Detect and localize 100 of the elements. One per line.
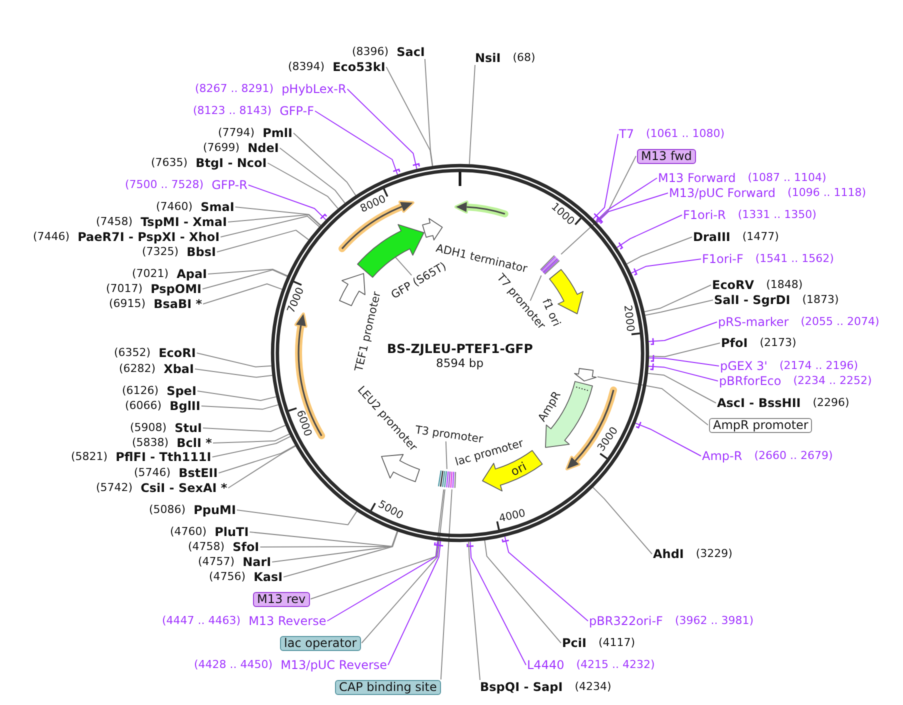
site-position: (5086) [149, 503, 186, 517]
site-position: (6352) [114, 346, 151, 360]
site-position: (7460) [156, 200, 193, 214]
enzyme-name: KasI [254, 570, 283, 584]
leader-line [596, 376, 708, 426]
primer-name: Amp-R [702, 449, 742, 463]
primer-name: pGEX 3' [720, 359, 768, 373]
site-position: (1477) [742, 230, 779, 244]
leader-line [440, 488, 452, 680]
enzyme-name: PciI [562, 636, 586, 650]
primer-position: (1331 .. 1350) [738, 208, 816, 222]
site-position: (1873) [802, 293, 839, 307]
site-position: (4758) [188, 540, 225, 554]
site-position: (68) [512, 51, 536, 65]
leader-line [592, 134, 618, 220]
primer-position: (4447 .. 4463) [162, 614, 241, 628]
leader-line [635, 422, 702, 456]
leader-line [644, 300, 714, 316]
leader-line [648, 366, 718, 382]
feature-label: T3 promoter [414, 423, 484, 446]
primer-name: T7 [619, 127, 634, 141]
leader-line [648, 322, 718, 342]
site-position: (5742) [96, 481, 133, 495]
site-position: (6066) [125, 399, 162, 413]
leader-line [484, 540, 562, 644]
site-position: (8396) [352, 45, 389, 59]
enzyme-name: BsaBI * [154, 297, 202, 311]
leader-line [346, 88, 418, 170]
enzyme-name: NarI [242, 555, 272, 569]
primer-name: pBRforEco [719, 374, 782, 388]
primer-position: (1096 .. 1118) [788, 186, 866, 200]
leader-line [272, 530, 398, 562]
enzyme-name: BclI * [176, 436, 212, 450]
leader-line [530, 275, 542, 302]
primer-position: (8123 .. 8143) [193, 104, 272, 118]
site-position: (5908) [130, 421, 167, 435]
site-position: (8394) [288, 60, 325, 74]
enzyme-name: SacI [396, 45, 425, 59]
feature-stripes [437, 469, 458, 490]
enzyme-name: BtgI - NcoI [196, 156, 267, 170]
scale-number: 2000 [620, 304, 636, 332]
enzyme-name: BstEII [178, 466, 218, 480]
site-position: (5746) [134, 466, 171, 480]
enzyme-name: BglII [170, 399, 200, 413]
enzyme-name: Eco53kI [332, 60, 386, 74]
primer-position: (3962 .. 3981) [674, 614, 754, 628]
primer-name: pHybLex-R [282, 82, 346, 96]
primer-name: GFP-F [280, 104, 314, 118]
leader-line [388, 540, 442, 666]
enzyme-name: PspOMI [150, 282, 202, 296]
primer-name: pRS-marker [718, 315, 789, 329]
primer-name: GFP-R [212, 178, 248, 192]
leader-line [647, 372, 716, 404]
leader-line [212, 434, 290, 444]
feature-block [421, 217, 444, 242]
enzyme-name: PaeR7I - PspXI - XhoI [78, 230, 220, 244]
feature-tag: AmpR promoter [709, 418, 812, 432]
primer-position: (7500 .. 7528) [125, 178, 204, 192]
site-position: (4760) [170, 525, 207, 539]
enzyme-name: SpeI [166, 384, 196, 398]
feature-tag: M13 rev [253, 592, 310, 606]
leader-line [648, 357, 720, 366]
leader-line [208, 268, 288, 276]
enzyme-name: NdeI [248, 141, 279, 155]
leader-line [236, 510, 358, 526]
primer-name: L4440 [527, 658, 564, 672]
leader-line [293, 132, 356, 196]
leader-line [630, 258, 702, 274]
primer-position: (1061 .. 1080) [646, 127, 725, 141]
site-position: (4756) [209, 570, 246, 584]
enzyme-name: ApaI [176, 267, 208, 281]
leader-line [626, 236, 692, 264]
leader-line [468, 64, 476, 165]
enzyme-name: SmaI [200, 200, 234, 214]
leader-line [644, 284, 712, 312]
enzyme-name: AscI - BssHII [717, 396, 801, 410]
leader-line [648, 342, 720, 358]
feature-tag: M13 fwd [637, 148, 696, 164]
enzyme-name: BbsI [186, 245, 216, 259]
site-position: (7794) [218, 126, 255, 140]
enzyme-name: EcoRV [712, 278, 754, 292]
site-position: (2173) [760, 336, 796, 350]
enzyme-name: CsiI - SexAI * [140, 481, 228, 495]
leader-line [212, 436, 291, 458]
primer-name: M13/pUC Forward [669, 186, 776, 200]
primer-position: (8267 .. 8291) [195, 82, 274, 96]
leader-line [616, 214, 682, 248]
feature-label: ori [508, 460, 528, 478]
primer-name: M13/pUC Reverse [280, 658, 388, 672]
enzyme-name: SfoI [232, 540, 260, 554]
primer-position: (4215 .. 4232) [576, 658, 655, 672]
leader-line [267, 162, 338, 210]
leader-line [314, 110, 398, 176]
enzyme-name: NsiI [475, 51, 501, 65]
site-position: (1848) [766, 278, 803, 292]
site-position: (3229) [696, 547, 732, 561]
leader-line [194, 368, 273, 378]
site-position: (7699) [203, 141, 240, 155]
leader-line [228, 446, 296, 488]
primer-position: (2055 .. 2074) [800, 315, 880, 329]
